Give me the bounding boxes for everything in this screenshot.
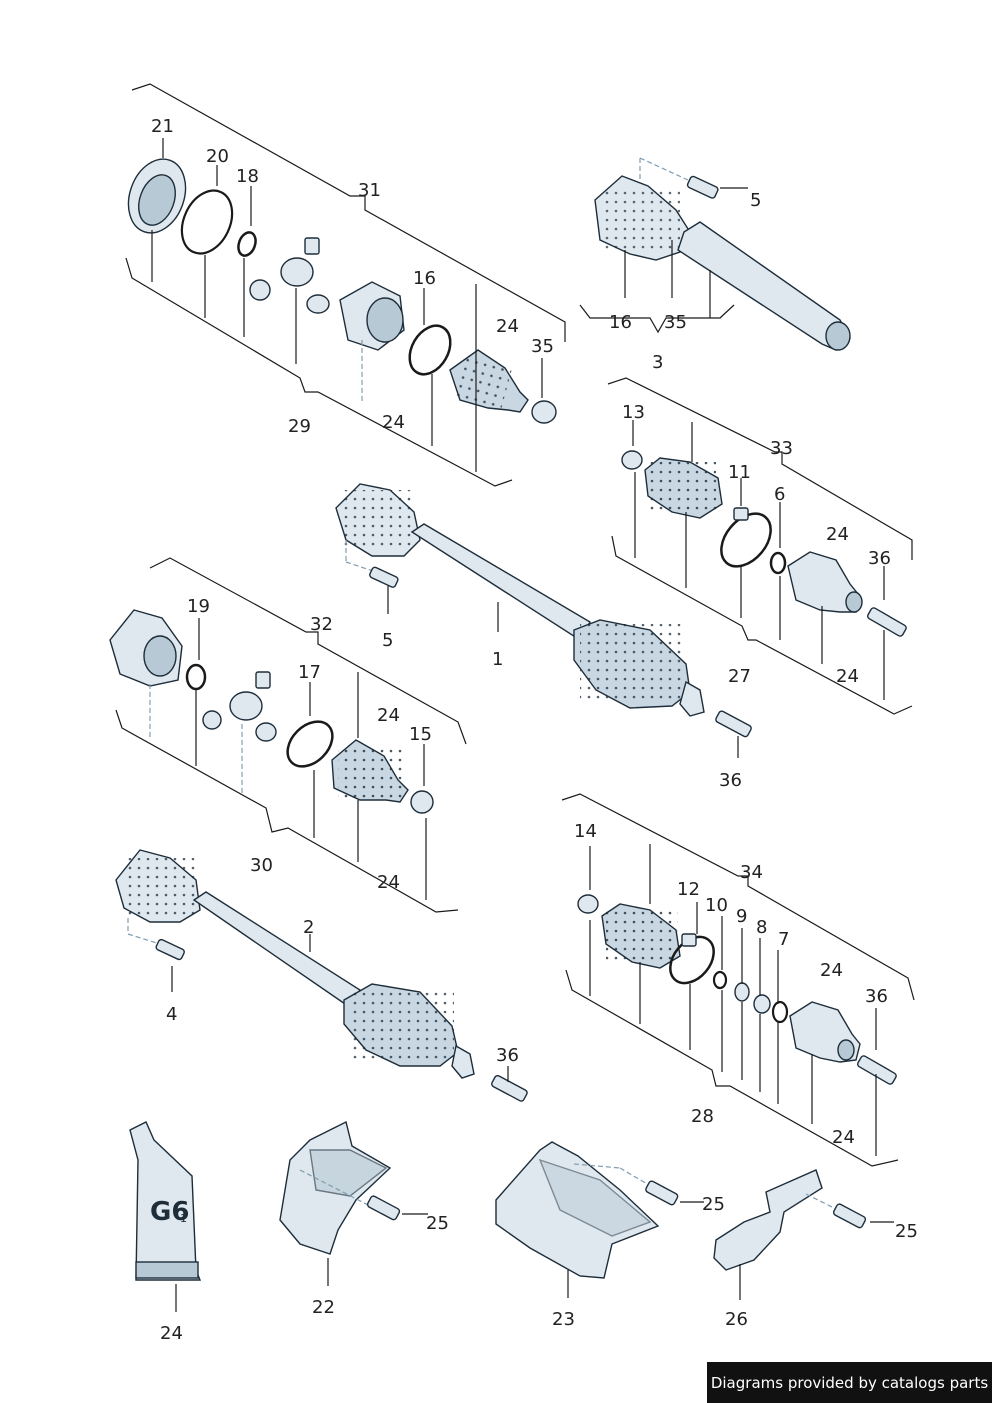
callout-13: 13: [622, 402, 645, 423]
tripod-mid[interactable]: [202, 671, 277, 742]
callout-24: 24: [382, 412, 405, 433]
callout-34: 34: [740, 862, 763, 883]
attribution-banner: Diagrams provided by catalogs parts: [707, 1362, 992, 1403]
part-19-circlip[interactable]: [185, 663, 207, 691]
callout-labels: 21 20 18 31 16 24 35 29 24 5 16 35 3 13 …: [151, 116, 918, 1344]
callout-5: 5: [750, 190, 761, 211]
part-2-drive-shaft[interactable]: [115, 849, 528, 1102]
part-20-ring[interactable]: [172, 182, 242, 261]
part-23-heat-shield[interactable]: [495, 1141, 704, 1298]
part-13-clamp[interactable]: [621, 450, 643, 470]
callout-36: 36: [868, 548, 891, 569]
callout-4: 4: [166, 1004, 177, 1025]
callout-3: 3: [652, 352, 663, 373]
callout-24: 24: [826, 524, 849, 545]
callout-23: 23: [552, 1309, 575, 1330]
part-12-clamp[interactable]: [661, 929, 722, 992]
attribution-text: Diagrams provided by catalogs parts: [710, 1373, 989, 1392]
callout-31: 31: [358, 180, 381, 201]
callout-8: 8: [756, 917, 767, 938]
callout-33: 33: [770, 438, 793, 459]
part-3-inner-shaft[interactable]: [579, 157, 851, 351]
callout-17: 17: [298, 662, 321, 683]
kit-group-31: [125, 83, 566, 487]
tripod-joint[interactable]: [249, 237, 330, 314]
callout-14: 14: [574, 821, 597, 842]
callout-5: 5: [382, 630, 393, 651]
callout-6: 6: [774, 484, 785, 505]
part-26-bracket[interactable]: [713, 1169, 894, 1300]
callout-32: 32: [310, 614, 333, 635]
callout-24: 24: [496, 316, 519, 337]
part-22-heat-shield[interactable]: [279, 1120, 428, 1286]
callout-24: 24: [836, 666, 859, 687]
callout-21: 21: [151, 116, 174, 137]
kit-group-33: [607, 377, 913, 715]
part-11-clamp[interactable]: [711, 504, 780, 576]
callout-15: 15: [409, 724, 432, 745]
callout-24: 24: [832, 1127, 855, 1148]
callout-36: 36: [496, 1045, 519, 1066]
part-1-drive-shaft[interactable]: [335, 483, 752, 758]
callout-29: 29: [288, 416, 311, 437]
kit-group-34: [561, 793, 915, 1167]
callout-24: 24: [820, 960, 843, 981]
callout-35: 35: [531, 336, 554, 357]
callout-16: 16: [609, 312, 632, 333]
callout-20: 20: [206, 146, 229, 167]
callout-36: 36: [865, 986, 888, 1007]
part-24-grease-tube[interactable]: G6 1: [129, 1121, 202, 1312]
callout-18: 18: [236, 166, 259, 187]
callout-1: 1: [492, 649, 503, 670]
part-6-circlip[interactable]: [769, 551, 787, 575]
kit-group-32: [109, 557, 467, 913]
callout-10: 10: [705, 895, 728, 916]
callout-19: 19: [187, 596, 210, 617]
callout-35: 35: [664, 312, 687, 333]
part-10-ring[interactable]: [712, 970, 728, 990]
callout-25: 25: [426, 1213, 449, 1234]
part-9-ring[interactable]: [734, 982, 750, 1002]
callout-9: 9: [736, 906, 747, 927]
part-8-spacer[interactable]: [753, 994, 771, 1014]
joint-housing-top[interactable]: [339, 281, 405, 351]
part-15-clamp[interactable]: [410, 790, 434, 814]
callout-26: 26: [725, 1309, 748, 1330]
callout-24: 24: [377, 872, 400, 893]
callout-25: 25: [702, 1194, 725, 1215]
callout-22: 22: [312, 1297, 335, 1318]
part-18-circlip[interactable]: [235, 230, 258, 258]
tube-label: G6: [150, 1197, 189, 1227]
part-7-circlip[interactable]: [771, 1000, 789, 1024]
callout-24: 24: [377, 705, 400, 726]
callout-24: 24: [160, 1323, 183, 1344]
callout-11: 11: [728, 462, 751, 483]
callout-16: 16: [413, 268, 436, 289]
tube-sub: 1: [180, 1212, 187, 1225]
callout-7: 7: [778, 929, 789, 950]
callout-27: 27: [728, 666, 751, 687]
callout-2: 2: [303, 917, 314, 938]
callout-25: 25: [895, 1221, 918, 1242]
part-16-clamp[interactable]: [401, 318, 458, 381]
part-17-clamp[interactable]: [279, 713, 341, 775]
part-14-clamp[interactable]: [577, 894, 599, 914]
callout-30: 30: [250, 855, 273, 876]
callout-36: 36: [719, 770, 742, 791]
part-35-clamp[interactable]: [531, 400, 557, 424]
callout-28: 28: [691, 1106, 714, 1127]
callout-12: 12: [677, 879, 700, 900]
